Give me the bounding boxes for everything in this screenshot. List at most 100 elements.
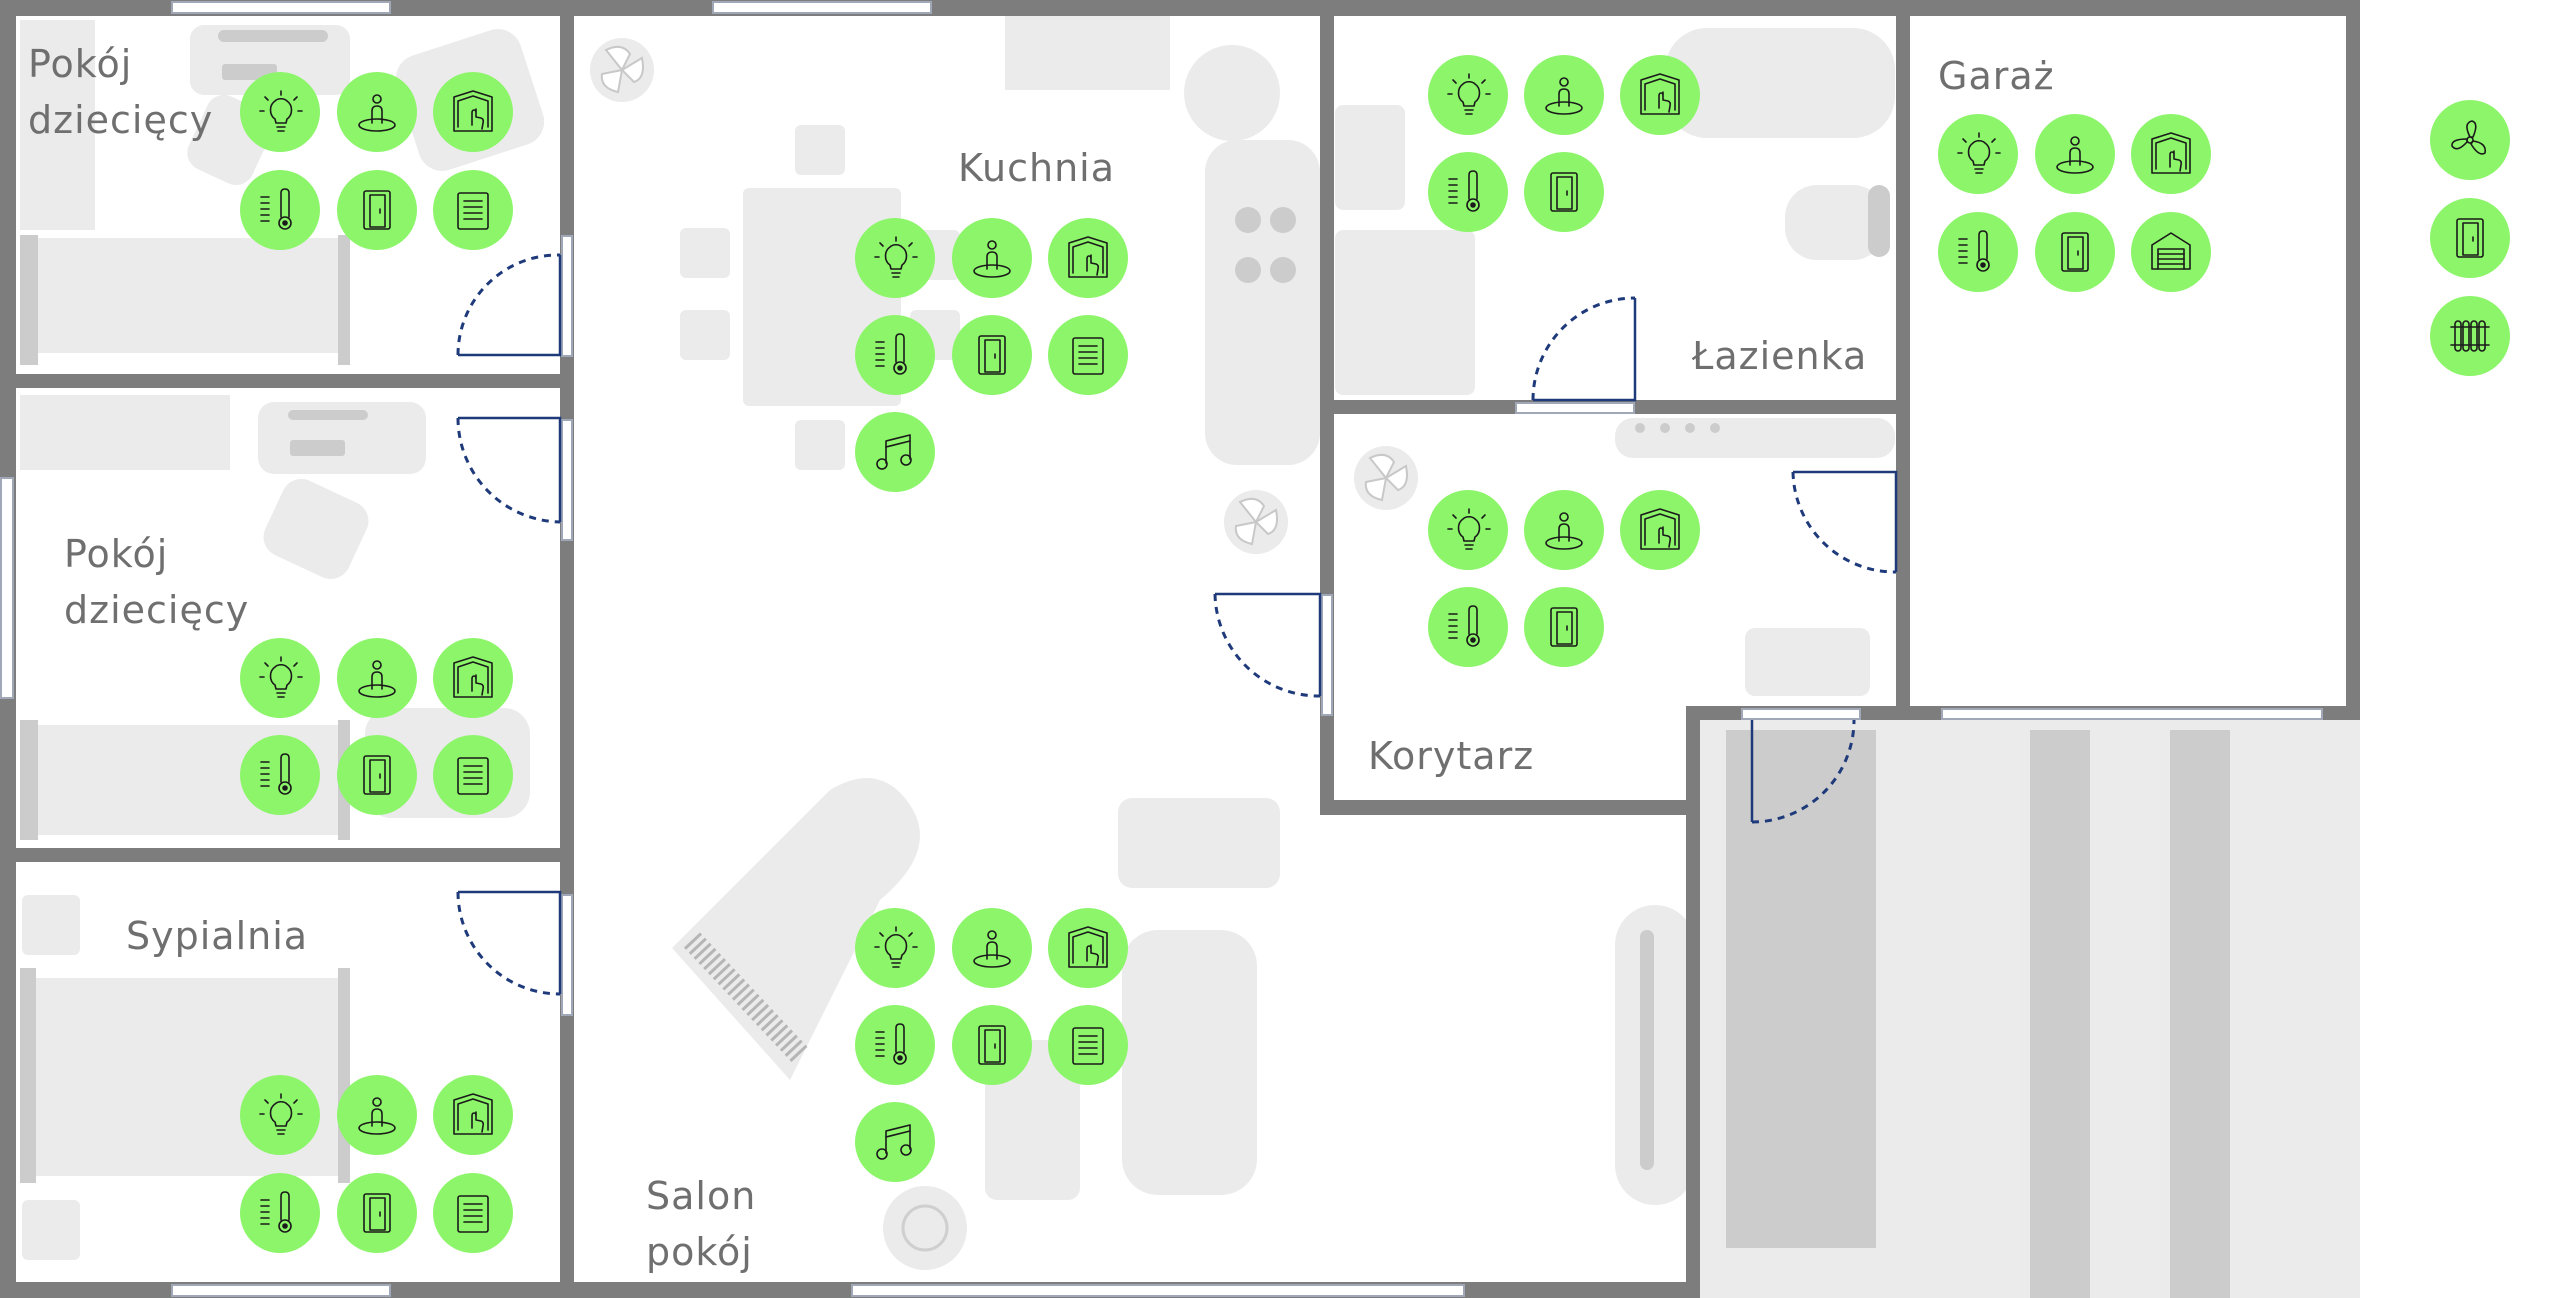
global-fan-button[interactable] (2430, 100, 2510, 180)
door-icon (2061, 232, 2089, 272)
kitchen-music-button[interactable] (855, 412, 935, 492)
piano (672, 778, 920, 1080)
kids-room-1-door-button[interactable] (337, 170, 417, 250)
thermostat-icon (875, 1023, 907, 1065)
kids-room-2-light-button[interactable] (240, 638, 320, 718)
garage-door-button[interactable] (2035, 212, 2115, 292)
kids-room-2-thermostat-button[interactable] (240, 735, 320, 815)
floor-lamp (901, 1204, 949, 1252)
kids-room-1-blinds-button[interactable] (433, 72, 513, 152)
garage-garage-door-button[interactable] (2131, 212, 2211, 292)
light-icon (1447, 508, 1491, 550)
door-icon (1550, 607, 1578, 647)
windows (0, 1, 2323, 1297)
global-radiator-button[interactable] (2430, 296, 2510, 376)
kids-room-2-scene-button[interactable] (433, 735, 513, 815)
room-label-line: Łazienka (1692, 334, 1868, 378)
light-icon (1957, 132, 2001, 174)
scene-icon (457, 1195, 489, 1233)
bathroom-blinds-button[interactable] (1620, 55, 1700, 135)
presence-icon (1545, 512, 1583, 550)
blinds-icon (2151, 132, 2191, 174)
door-icon (978, 335, 1006, 375)
kids-room-1-light-button[interactable] (240, 72, 320, 152)
blinds-icon (1640, 508, 1680, 550)
kids-room-1-thermostat-button[interactable] (240, 170, 320, 250)
bedroom-blinds-button[interactable] (433, 1075, 513, 1155)
bedroom-scene-button[interactable] (433, 1173, 513, 1253)
kitchen-blinds-button[interactable] (1048, 218, 1128, 298)
door-icon (363, 190, 391, 230)
kitchen-light-button[interactable] (855, 218, 935, 298)
fixtures (20, 30, 2230, 1298)
kitchen-door-button[interactable] (952, 315, 1032, 395)
bedroom-thermostat-button[interactable] (240, 1173, 320, 1253)
global-door-button[interactable] (2430, 198, 2510, 278)
bathroom-presence-button[interactable] (1524, 55, 1604, 135)
kitchen-presence-button[interactable] (952, 218, 1032, 298)
light-icon (259, 90, 303, 132)
presence-icon (973, 240, 1011, 278)
kitchen-scene-button[interactable] (1048, 315, 1128, 395)
room-label-hallway: Korytarz (1368, 728, 1534, 784)
door-icon (1550, 172, 1578, 212)
doors (456, 253, 1898, 996)
bathroom-light-button[interactable] (1428, 55, 1508, 135)
blinds-icon (1068, 926, 1108, 968)
kids-room-2-blinds-button[interactable] (433, 638, 513, 718)
fan-icon (2451, 120, 2487, 155)
light-icon (259, 1093, 303, 1135)
door-icon (363, 1193, 391, 1233)
living-room-door-button[interactable] (952, 1005, 1032, 1085)
garage-presence-button[interactable] (2035, 114, 2115, 194)
hallway-presence-button[interactable] (1524, 490, 1604, 570)
room-label-line: Pokój (28, 42, 133, 86)
bathroom-thermostat-button[interactable] (1428, 152, 1508, 232)
light-icon (874, 926, 918, 968)
living-room-blinds-button[interactable] (1048, 908, 1128, 988)
living-room-music-button[interactable] (855, 1102, 935, 1182)
bedroom-door-button[interactable] (337, 1173, 417, 1253)
door-icon (978, 1025, 1006, 1065)
bedroom-light-button[interactable] (240, 1075, 320, 1155)
living-room-scene-button[interactable] (1048, 1005, 1128, 1085)
thermostat-icon (260, 188, 292, 230)
light-icon (1447, 73, 1491, 115)
room-label-line: Kuchnia (958, 146, 1116, 190)
hallway-door-button[interactable] (1524, 587, 1604, 667)
music-icon (876, 434, 912, 470)
thermostat-icon (1958, 230, 1990, 272)
garage-thermostat-button[interactable] (1938, 212, 2018, 292)
light-icon (874, 236, 918, 278)
living-room-light-button[interactable] (855, 908, 935, 988)
radiator-icon (2450, 320, 2490, 352)
garage-light-button[interactable] (1938, 114, 2018, 194)
presence-icon (973, 930, 1011, 968)
kids-room-1-scene-button[interactable] (433, 170, 513, 250)
thermostat-icon (1448, 170, 1480, 212)
blinds-icon (453, 90, 493, 132)
presence-icon (1545, 77, 1583, 115)
kitchen-thermostat-button[interactable] (855, 315, 935, 395)
kids-room-1-presence-button[interactable] (337, 72, 417, 152)
hallway-blinds-button[interactable] (1620, 490, 1700, 570)
thermostat-icon (260, 753, 292, 795)
kids-room-2-presence-button[interactable] (337, 638, 417, 718)
bathroom-door-button[interactable] (1524, 152, 1604, 232)
living-room-presence-button[interactable] (952, 908, 1032, 988)
hallway-thermostat-button[interactable] (1428, 587, 1508, 667)
garage-blinds-button[interactable] (2131, 114, 2211, 194)
blinds-icon (1068, 236, 1108, 278)
hallway-light-button[interactable] (1428, 490, 1508, 570)
kids-room-2-door-button[interactable] (337, 735, 417, 815)
room-label-line: Pokój (64, 532, 169, 576)
presence-icon (358, 1097, 396, 1135)
thermostat-icon (260, 1191, 292, 1233)
scene-icon (457, 757, 489, 795)
bedroom-presence-button[interactable] (337, 1075, 417, 1155)
music-icon (876, 1124, 912, 1160)
living-room-thermostat-button[interactable] (855, 1005, 935, 1085)
room-label-bathroom: Łazienka (1692, 328, 1867, 384)
